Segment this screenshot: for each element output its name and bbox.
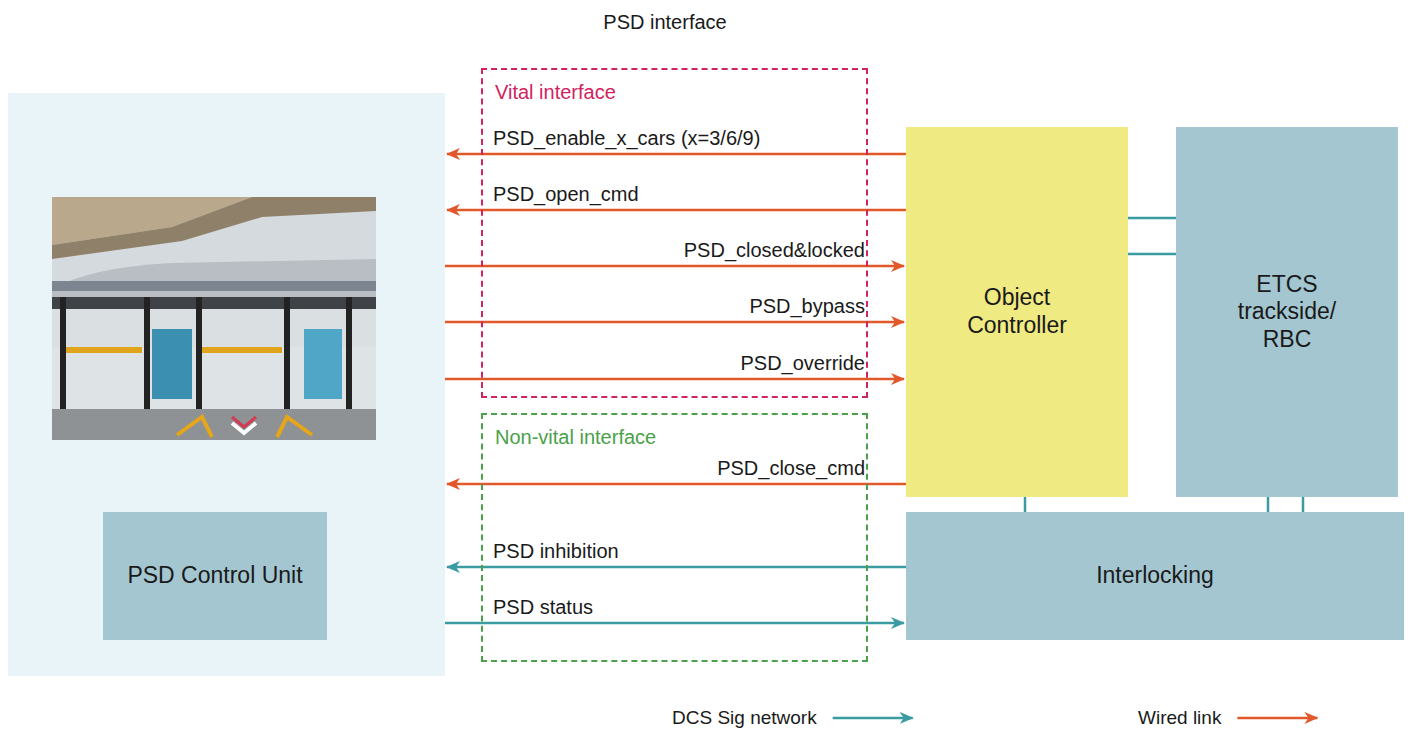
signal-label: PSD_close_cmd (717, 457, 865, 480)
interlocking-box: Interlocking (906, 512, 1404, 640)
platform-photo (52, 197, 376, 440)
wired-link (447, 209, 906, 212)
canopy-edge (52, 197, 376, 259)
floor-arrow (277, 417, 312, 437)
wired-link (447, 483, 906, 486)
door-post (60, 297, 66, 412)
control-unit-box: PSD Control Unit (103, 512, 327, 640)
legend-sample (833, 717, 913, 720)
door-post (284, 297, 290, 412)
train-stripe (52, 281, 376, 291)
screen (152, 329, 192, 399)
floor-arrow (177, 417, 212, 437)
non-vital-interface-frame: Non-vital interface (481, 413, 868, 662)
signal-label: PSD_enable_x_cars (x=3/6/9) (493, 127, 760, 150)
wired-link (445, 321, 904, 324)
trackside-box: ETCS trackside/ RBC (1176, 127, 1398, 497)
legend-label: Wired link (1138, 707, 1221, 729)
glass (52, 309, 376, 409)
wired-link (445, 265, 904, 268)
signal-label: PSD inhibition (493, 540, 619, 563)
wired-link (447, 153, 906, 156)
floor-mark (232, 417, 256, 427)
door-post (346, 297, 352, 412)
photo-sky (52, 197, 376, 440)
diagram-title: PSD interface (603, 11, 726, 34)
group-heading: Non-vital interface (495, 425, 656, 449)
network-link (447, 566, 906, 569)
signal-label: PSD status (493, 596, 593, 619)
group-heading: Vital interface (495, 80, 616, 104)
door-post (196, 297, 202, 412)
signal-label: PSD_closed&locked (684, 239, 865, 262)
network-link (445, 622, 904, 625)
door-band (62, 347, 142, 353)
legend-sample (1237, 717, 1317, 720)
box-label: Interlocking (1096, 562, 1214, 590)
signal-label: PSD_bypass (749, 295, 865, 318)
platform-floor (52, 409, 376, 440)
screen (304, 329, 342, 399)
wired-link (445, 378, 904, 381)
signal-label: PSD_open_cmd (493, 183, 639, 206)
signal-label: PSD_override (740, 352, 865, 375)
box-label: Object Controller (947, 284, 1087, 339)
box-label: PSD Control Unit (127, 562, 302, 590)
door-band (202, 347, 282, 353)
vital-interface-frame: Vital interface (481, 68, 868, 398)
controller-box: Object Controller (906, 127, 1128, 497)
door-header (52, 297, 376, 309)
legend-label: DCS Sig network (672, 707, 817, 729)
box-label: ETCS trackside/ RBC (1222, 271, 1352, 354)
door-post (144, 297, 150, 412)
